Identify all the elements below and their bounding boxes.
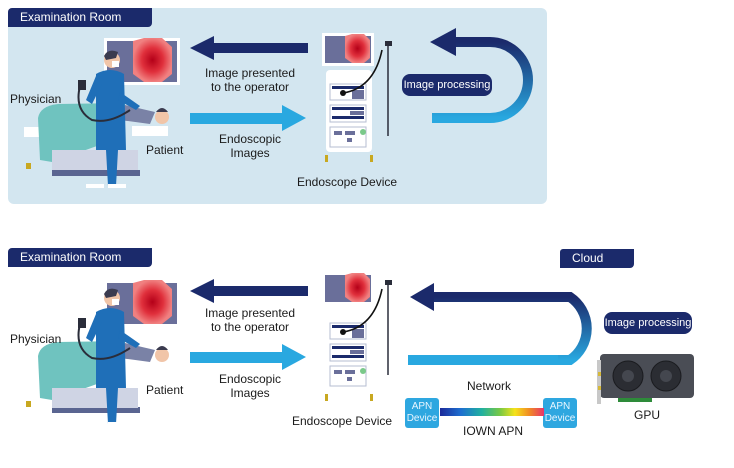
physician-label-top: Physician (10, 92, 62, 106)
physician-figure-top (77, 50, 140, 188)
image-presented-line-1: Image presented (204, 306, 296, 320)
endoscope-device-label-top: Endoscope Device (296, 175, 398, 189)
endoscopic-images-line-1: Endoscopic (218, 372, 282, 386)
gpu-label: GPU (633, 408, 660, 422)
endoscope-device-top (322, 33, 392, 162)
image-presented-label-bottom: Image presented to the operator (190, 306, 310, 334)
arrow-image-presented-bottom (190, 279, 308, 303)
network-label: Network (466, 379, 511, 393)
cloud-tag: Cloud (560, 249, 634, 268)
patient-label-bottom: Patient (146, 383, 184, 397)
apn-device-right-line-1: APN (549, 401, 571, 412)
endoscopic-images-label-bottom: Endoscopic Images (200, 372, 300, 400)
arrow-endoscopic-images-bottom (190, 344, 306, 370)
image-processing-pill-cloud: Image processing (604, 312, 692, 334)
patient-label-top: Patient (146, 143, 184, 157)
endoscope-device-label-bottom: Endoscope Device (291, 414, 393, 428)
image-presented-line-2: to the operator (210, 80, 290, 94)
processing-loop-arrow-top (430, 28, 533, 123)
endoscopic-images-line-1: Endoscopic (218, 132, 282, 146)
examination-room-tag-top: Examination Room (8, 8, 152, 27)
physician-figure-bottom (77, 288, 140, 426)
image-processing-pill-top: Image processing (402, 74, 492, 96)
image-presented-line-2: to the operator (210, 320, 290, 334)
iown-apn-link (440, 408, 544, 416)
gpu-icon (597, 354, 694, 404)
apn-device-left-line-2: Device (406, 413, 438, 424)
endoscopic-images-label-top: Endoscopic Images (200, 132, 300, 160)
examination-room-tag-bottom: Examination Room (8, 248, 152, 267)
image-presented-label-top: Image presented to the operator (190, 66, 310, 94)
apn-device-right: APN Device (543, 398, 577, 428)
arrow-image-presented-top (190, 36, 308, 60)
endoscope-device-bottom (322, 272, 392, 401)
image-presented-line-1: Image presented (204, 66, 296, 80)
iown-apn-label: IOWN APN (462, 424, 523, 438)
endoscopic-images-line-2: Images (230, 386, 270, 400)
apn-device-left: APN Device (405, 398, 439, 428)
arrow-endoscopic-images-top (190, 105, 306, 131)
apn-device-right-line-2: Device (544, 413, 576, 424)
cloud-return-arrow (408, 283, 592, 365)
endoscopic-images-line-2: Images (230, 146, 270, 160)
physician-label-bottom: Physician (10, 332, 62, 346)
apn-device-left-line-1: APN (411, 401, 433, 412)
